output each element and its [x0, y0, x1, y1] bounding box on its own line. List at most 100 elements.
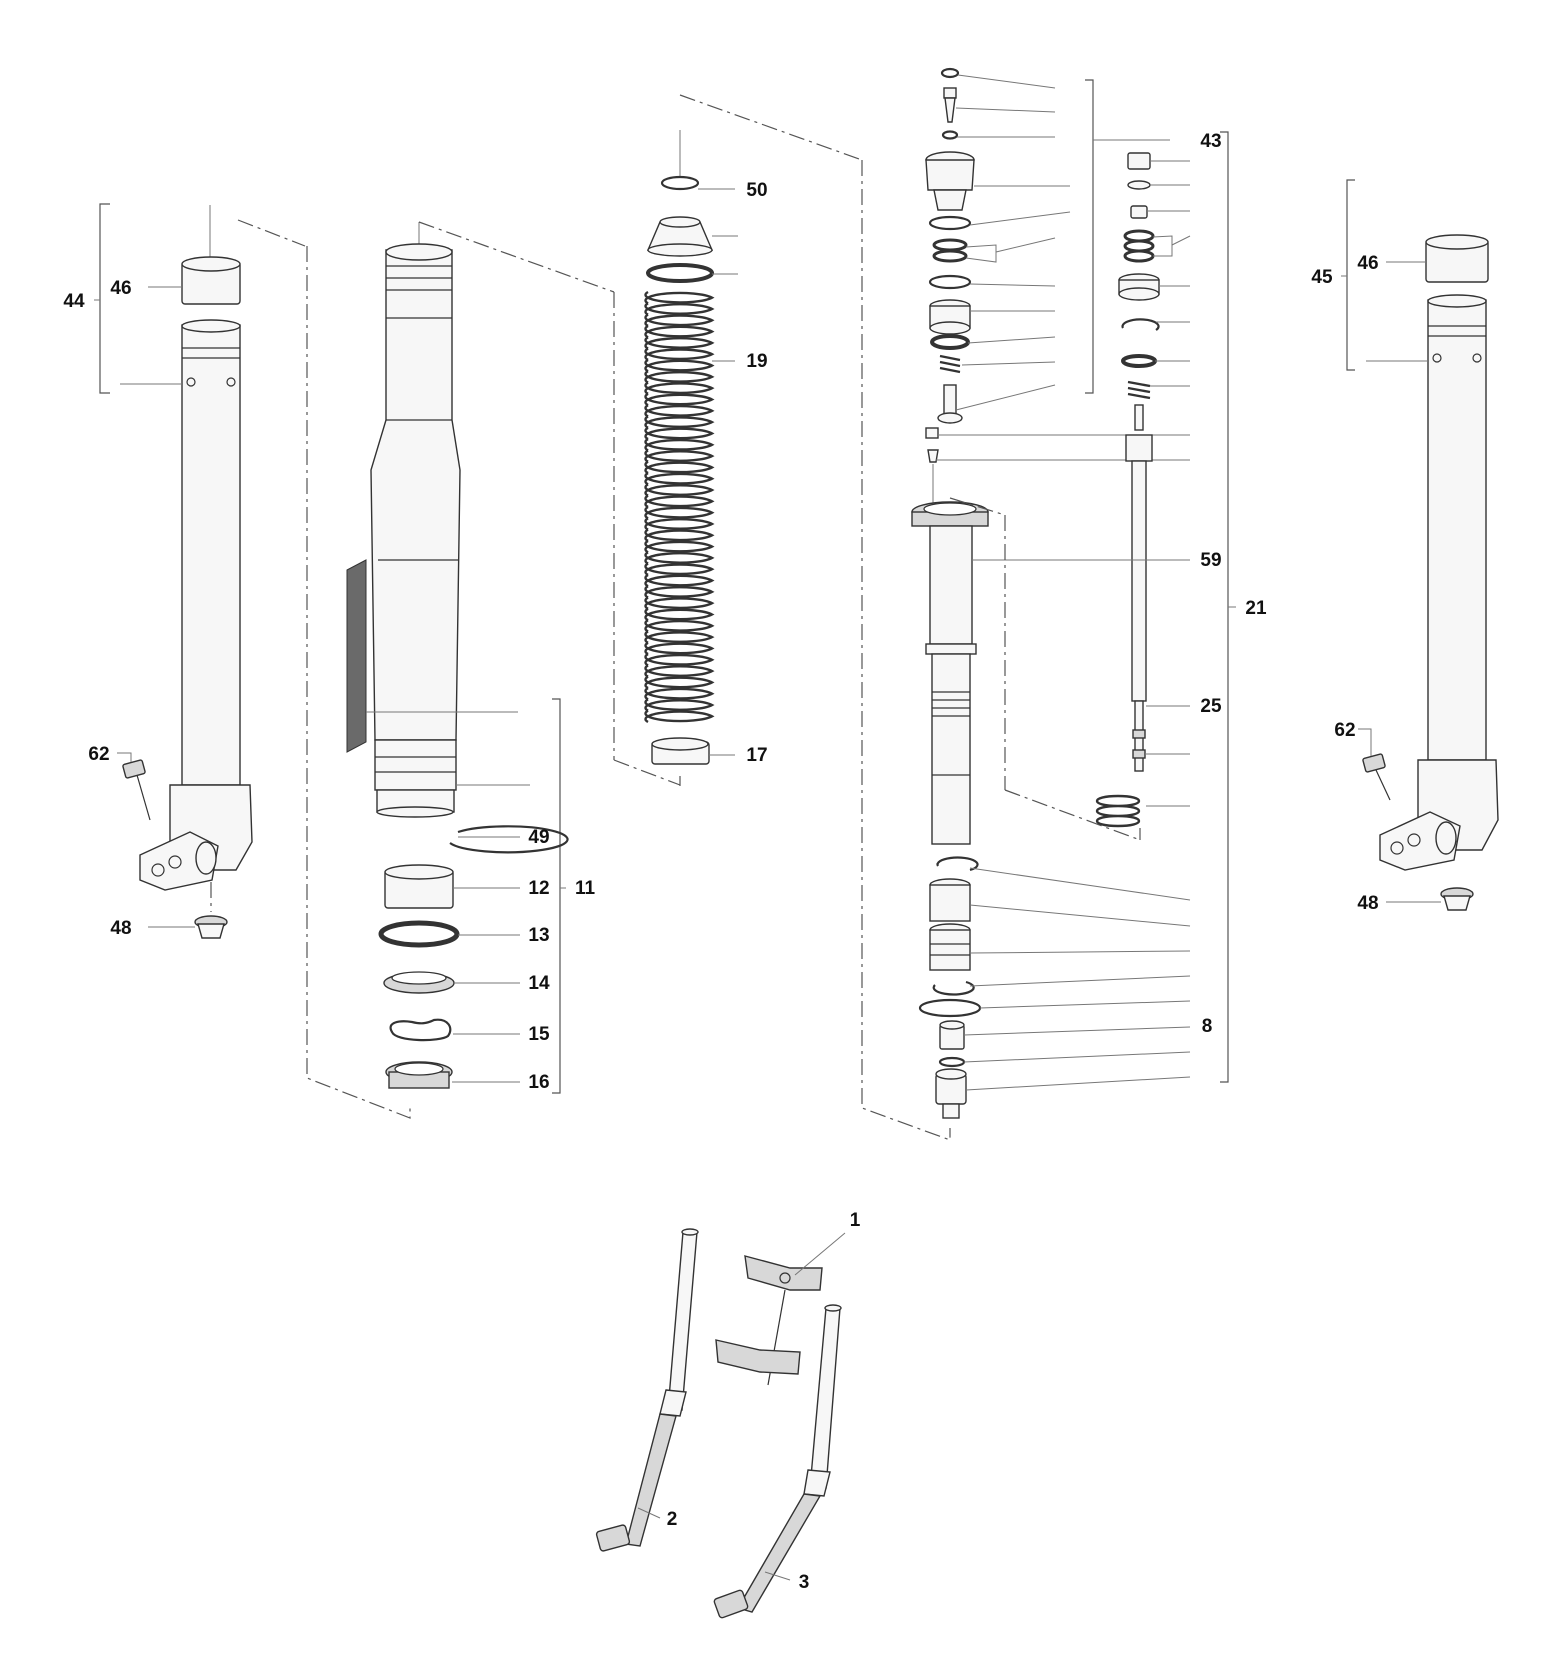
shim-pair [932, 238, 968, 263]
bracket-21 [1220, 131, 1229, 1083]
valve-stem [937, 384, 963, 424]
bracket-44 [99, 203, 110, 394]
right-fork-foot [1379, 759, 1499, 871]
callout-12: 12 [528, 878, 549, 899]
spring-coil [644, 562, 715, 576]
spring-coil [644, 358, 715, 373]
dust-seal-16 [385, 1061, 453, 1089]
spring-coil [644, 381, 715, 395]
nut-8 [939, 1020, 965, 1050]
callout-17: 17 [746, 745, 767, 766]
bottom-valve-bushing [929, 878, 971, 922]
spring-coil [644, 313, 715, 328]
valve-body [929, 299, 971, 335]
washer-13 [378, 920, 460, 948]
callout-48-left: 48 [110, 918, 131, 939]
callout-59: 59 [1200, 550, 1221, 571]
bracket-43-inner [1085, 79, 1094, 394]
spring-coil [644, 494, 715, 509]
guard-strip [346, 559, 367, 753]
left-outer-tube [181, 319, 241, 786]
spring-coil [644, 460, 715, 475]
callout-1: 1 [850, 1210, 861, 1231]
callout-3: 3 [799, 1572, 810, 1593]
fork-cap [925, 151, 975, 211]
small-spring-left [939, 354, 961, 374]
o-ring-top-2 [941, 130, 959, 140]
right-fork-leg-3 [713, 1304, 842, 1619]
spring-coil [644, 596, 715, 610]
spring-coil [644, 630, 715, 644]
callout-46-right: 46 [1357, 253, 1378, 274]
spring-coil [644, 324, 715, 339]
o-ring-cap [928, 215, 972, 231]
callout-62-left: 62 [88, 744, 109, 765]
spring-coil [644, 528, 715, 543]
assembled-fork-view [595, 1228, 846, 1619]
callout-19: 19 [746, 351, 767, 372]
left-envelope [306, 246, 411, 1119]
bottom-bolt [935, 1068, 967, 1119]
spring-coil [644, 607, 715, 622]
spring-coil [644, 517, 715, 531]
spring-coil [644, 426, 715, 441]
callout-8: 8 [1202, 1016, 1213, 1037]
spring-coil [644, 539, 715, 554]
bracket-45 [1346, 179, 1355, 371]
spring-coil [644, 585, 715, 599]
small-cap-b [927, 449, 939, 463]
spring-coil [644, 404, 715, 418]
circlip-bottom [932, 980, 975, 996]
spring-coil [644, 686, 715, 701]
right-outer-tube [1427, 294, 1487, 761]
callout-46-left: 46 [110, 278, 131, 299]
spring-coil [644, 675, 715, 690]
small-cap-a [925, 427, 939, 439]
o-ring-large [918, 998, 982, 1018]
spring-coil [644, 471, 715, 486]
callout-labels: 1 2 3 8 11 12 13 14 15 16 17 19 21 25 43… [63, 131, 1378, 1593]
bushing-46-right [1425, 234, 1489, 283]
left-outer-tube-assembly [94, 203, 306, 939]
clip-15 [389, 1018, 452, 1042]
spring-coil [644, 698, 715, 712]
piston-stack-right [1118, 152, 1160, 400]
callout-2: 2 [667, 1509, 678, 1530]
snap-ring-49 [449, 825, 569, 854]
callout-45: 45 [1311, 267, 1333, 288]
adjuster-needle [943, 87, 957, 123]
cartridge-tube-59 [911, 501, 989, 845]
spring-coil [644, 573, 715, 588]
spring-coil [644, 449, 715, 463]
spring-coil [644, 392, 715, 407]
spring-coil [644, 641, 715, 656]
o-ring-bottom [938, 1056, 966, 1068]
spring-coil [644, 483, 715, 497]
spring-coil [644, 505, 715, 520]
o-ring-mid [928, 274, 972, 290]
damper-rod-25 [1125, 404, 1153, 772]
callout-15: 15 [528, 1024, 550, 1045]
right-outer-tube-assembly [1341, 179, 1499, 911]
spring-coil [644, 438, 715, 452]
callout-44: 44 [63, 291, 85, 312]
bottom-valve-body [929, 923, 971, 971]
left-fork-foot [139, 784, 253, 891]
spring-coil [644, 302, 715, 316]
bolt-62-right [1362, 753, 1391, 801]
callout-49: 49 [528, 827, 549, 848]
spring-coil [644, 347, 715, 361]
callout-50: 50 [746, 180, 767, 201]
spring-coil [644, 336, 715, 350]
o-ring-50 [660, 175, 700, 191]
spring-coil [644, 370, 715, 384]
callout-11: 11 [575, 878, 596, 899]
oil-seal-14 [383, 971, 455, 994]
center-envelope [861, 160, 951, 1141]
spring-coil [644, 415, 715, 429]
spring-coil [644, 709, 715, 724]
washer-spring-top [646, 263, 714, 283]
left-fork-leg-2 [595, 1228, 699, 1552]
callout-43: 43 [1200, 131, 1221, 152]
